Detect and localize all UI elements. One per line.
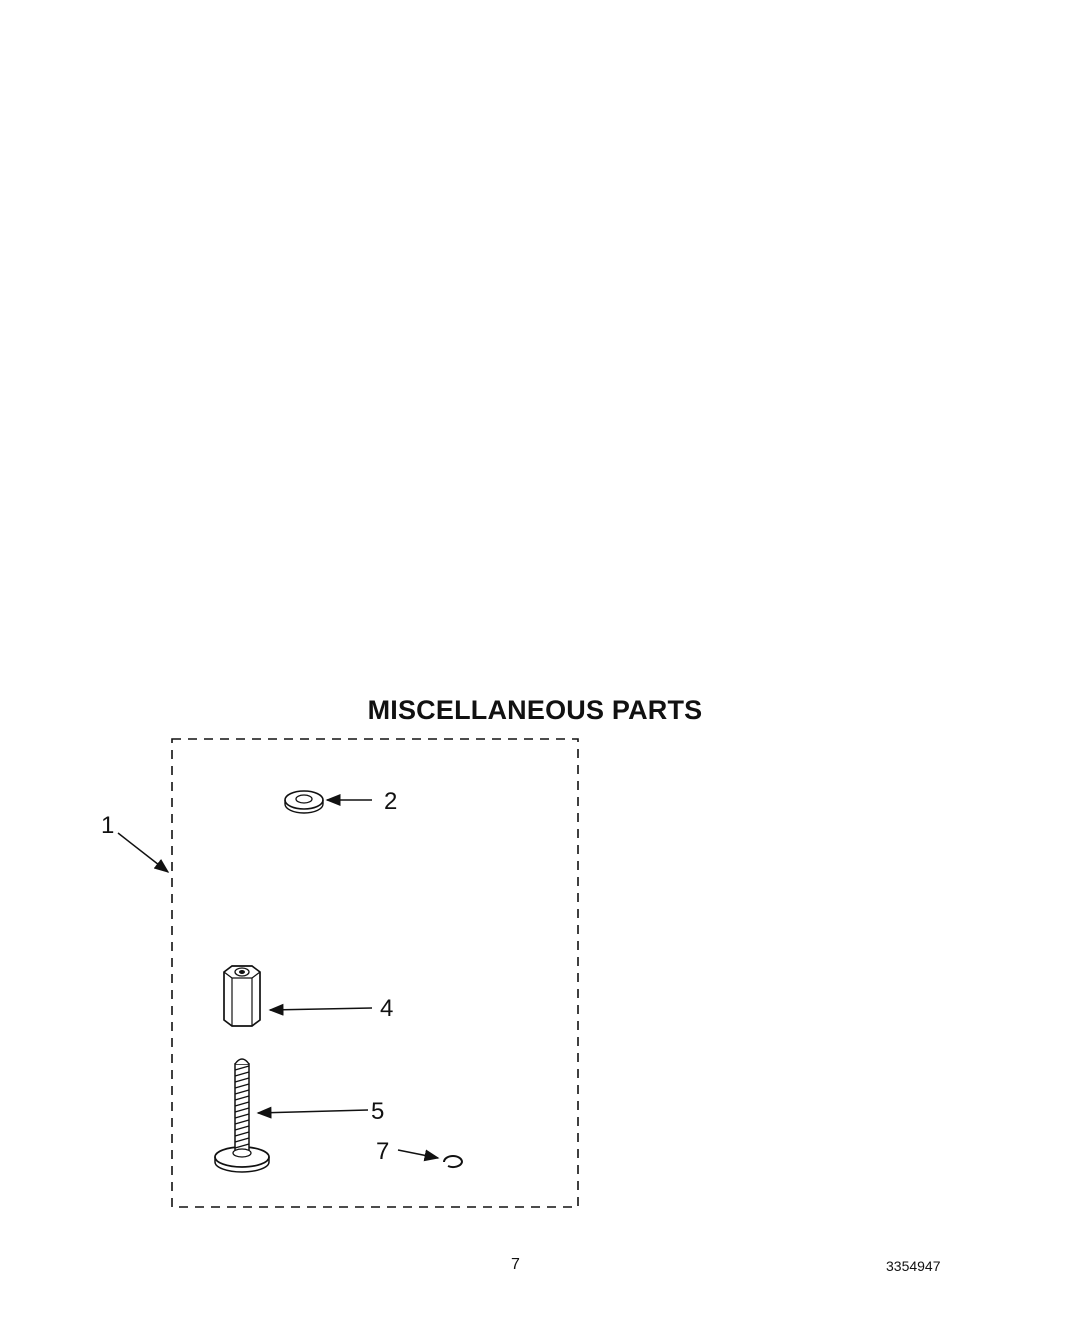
callout-2: 2	[384, 788, 398, 815]
callout-1: 1	[101, 812, 115, 839]
leader-line-1	[117, 832, 170, 873]
kit-boundary	[171, 738, 579, 1208]
document-number: 3354947	[886, 1258, 941, 1274]
leveling-bolt-icon	[214, 1058, 270, 1173]
clip-icon	[443, 1155, 464, 1169]
leader-line-7	[397, 1149, 440, 1162]
hex-nut-icon	[223, 965, 261, 1027]
leader-line-5	[256, 1106, 369, 1119]
callout-5: 5	[371, 1098, 385, 1125]
callout-7: 7	[376, 1138, 390, 1165]
washer-icon	[284, 790, 324, 814]
callout-4: 4	[380, 995, 394, 1022]
leader-line-4	[268, 1003, 373, 1016]
page-number: 7	[511, 1256, 520, 1273]
page-title: MISCELLANEOUS PARTS	[367, 695, 703, 725]
